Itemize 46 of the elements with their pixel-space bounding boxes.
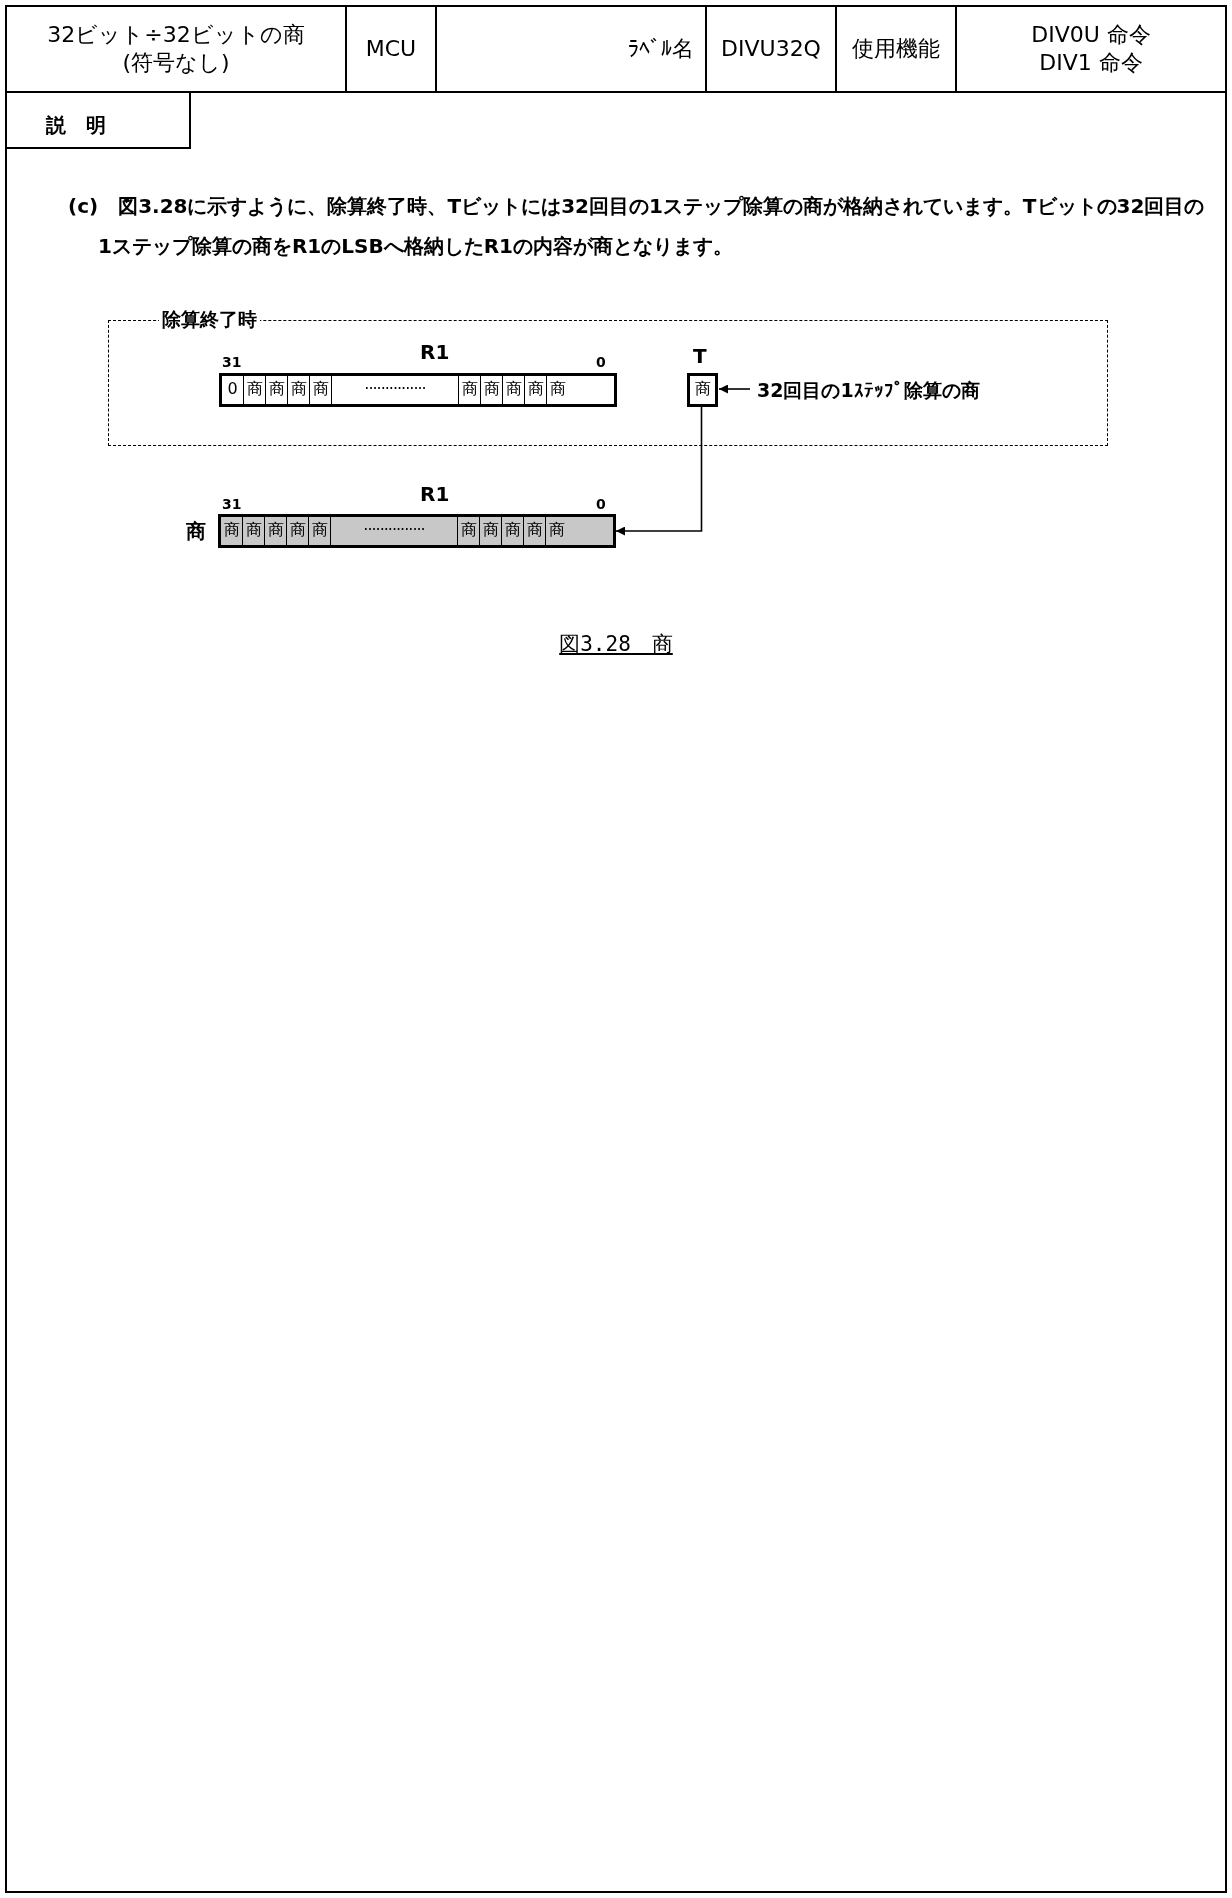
bit-cell: 商 [309, 517, 331, 545]
section-label: 説 明 [46, 112, 106, 139]
description-paragraph: (c) 図3.28に示すように、除算終了時、Tビットには32回目の1ステップ除算の商が格納されています。Tビットの32回目の1ステップ除算の商をR1のLSBへ格納したR1の内容が商となります。 [68, 193, 1206, 260]
bit-cell: 商 [287, 517, 309, 545]
figure-caption: 図3.28 商 [558, 631, 674, 658]
header-text: 使用機能 [852, 35, 940, 63]
header-text: ﾗﾍﾞﾙ名 [628, 35, 694, 63]
header-text: DIV1 命令 [1039, 49, 1143, 77]
register-name: R1 [420, 340, 450, 364]
row-label: 商 [186, 518, 206, 545]
bit-cell: 0 [222, 376, 244, 404]
bit-label: 31 [222, 354, 242, 370]
header-text: DIV0U 命令 [1031, 21, 1151, 49]
bit-cell: 商 [503, 376, 525, 404]
arrow [615, 405, 703, 536]
arrow [718, 384, 751, 394]
bit-cell-text: 商 [693, 378, 712, 400]
register-name: R1 [420, 482, 450, 506]
bit-cell: ··············· [332, 376, 459, 404]
bit-cell: 商 [265, 517, 287, 545]
bit-cell-text: 商 [549, 378, 567, 400]
bit-cell: 商 [524, 517, 546, 545]
bit-cell: 商 [481, 376, 503, 404]
bit-cell: 商 [288, 376, 310, 404]
register-bar [687, 373, 718, 407]
bit-cell: 商 [459, 376, 481, 404]
bit-cell: 商 [221, 517, 243, 545]
register-bar [219, 373, 617, 407]
bit-cell: 商 [525, 376, 547, 404]
bit-cell: 商 [244, 376, 266, 404]
register-name: T [693, 344, 707, 368]
bit-cell: 商 [480, 517, 502, 545]
bit-cell: 商 [310, 376, 332, 404]
header-text: DIVU32Q [721, 35, 821, 63]
header-text: (符号なし) [122, 49, 230, 77]
header-text: MCU [365, 35, 417, 63]
bit-cell: 商 [502, 517, 524, 545]
bit-cell: 商 [266, 376, 288, 404]
bit-label: 31 [222, 496, 242, 512]
register-bar [218, 514, 616, 548]
callout-text: 32回目の1ｽﾃｯﾌﾟ除算の商 [756, 379, 980, 401]
bit-label: 0 [596, 354, 606, 370]
header-text: 32ビット÷32ビットの商 [47, 21, 305, 49]
bit-cell: 商 [243, 517, 265, 545]
bit-cell: 商 [458, 517, 480, 545]
bit-label: 0 [596, 496, 606, 512]
